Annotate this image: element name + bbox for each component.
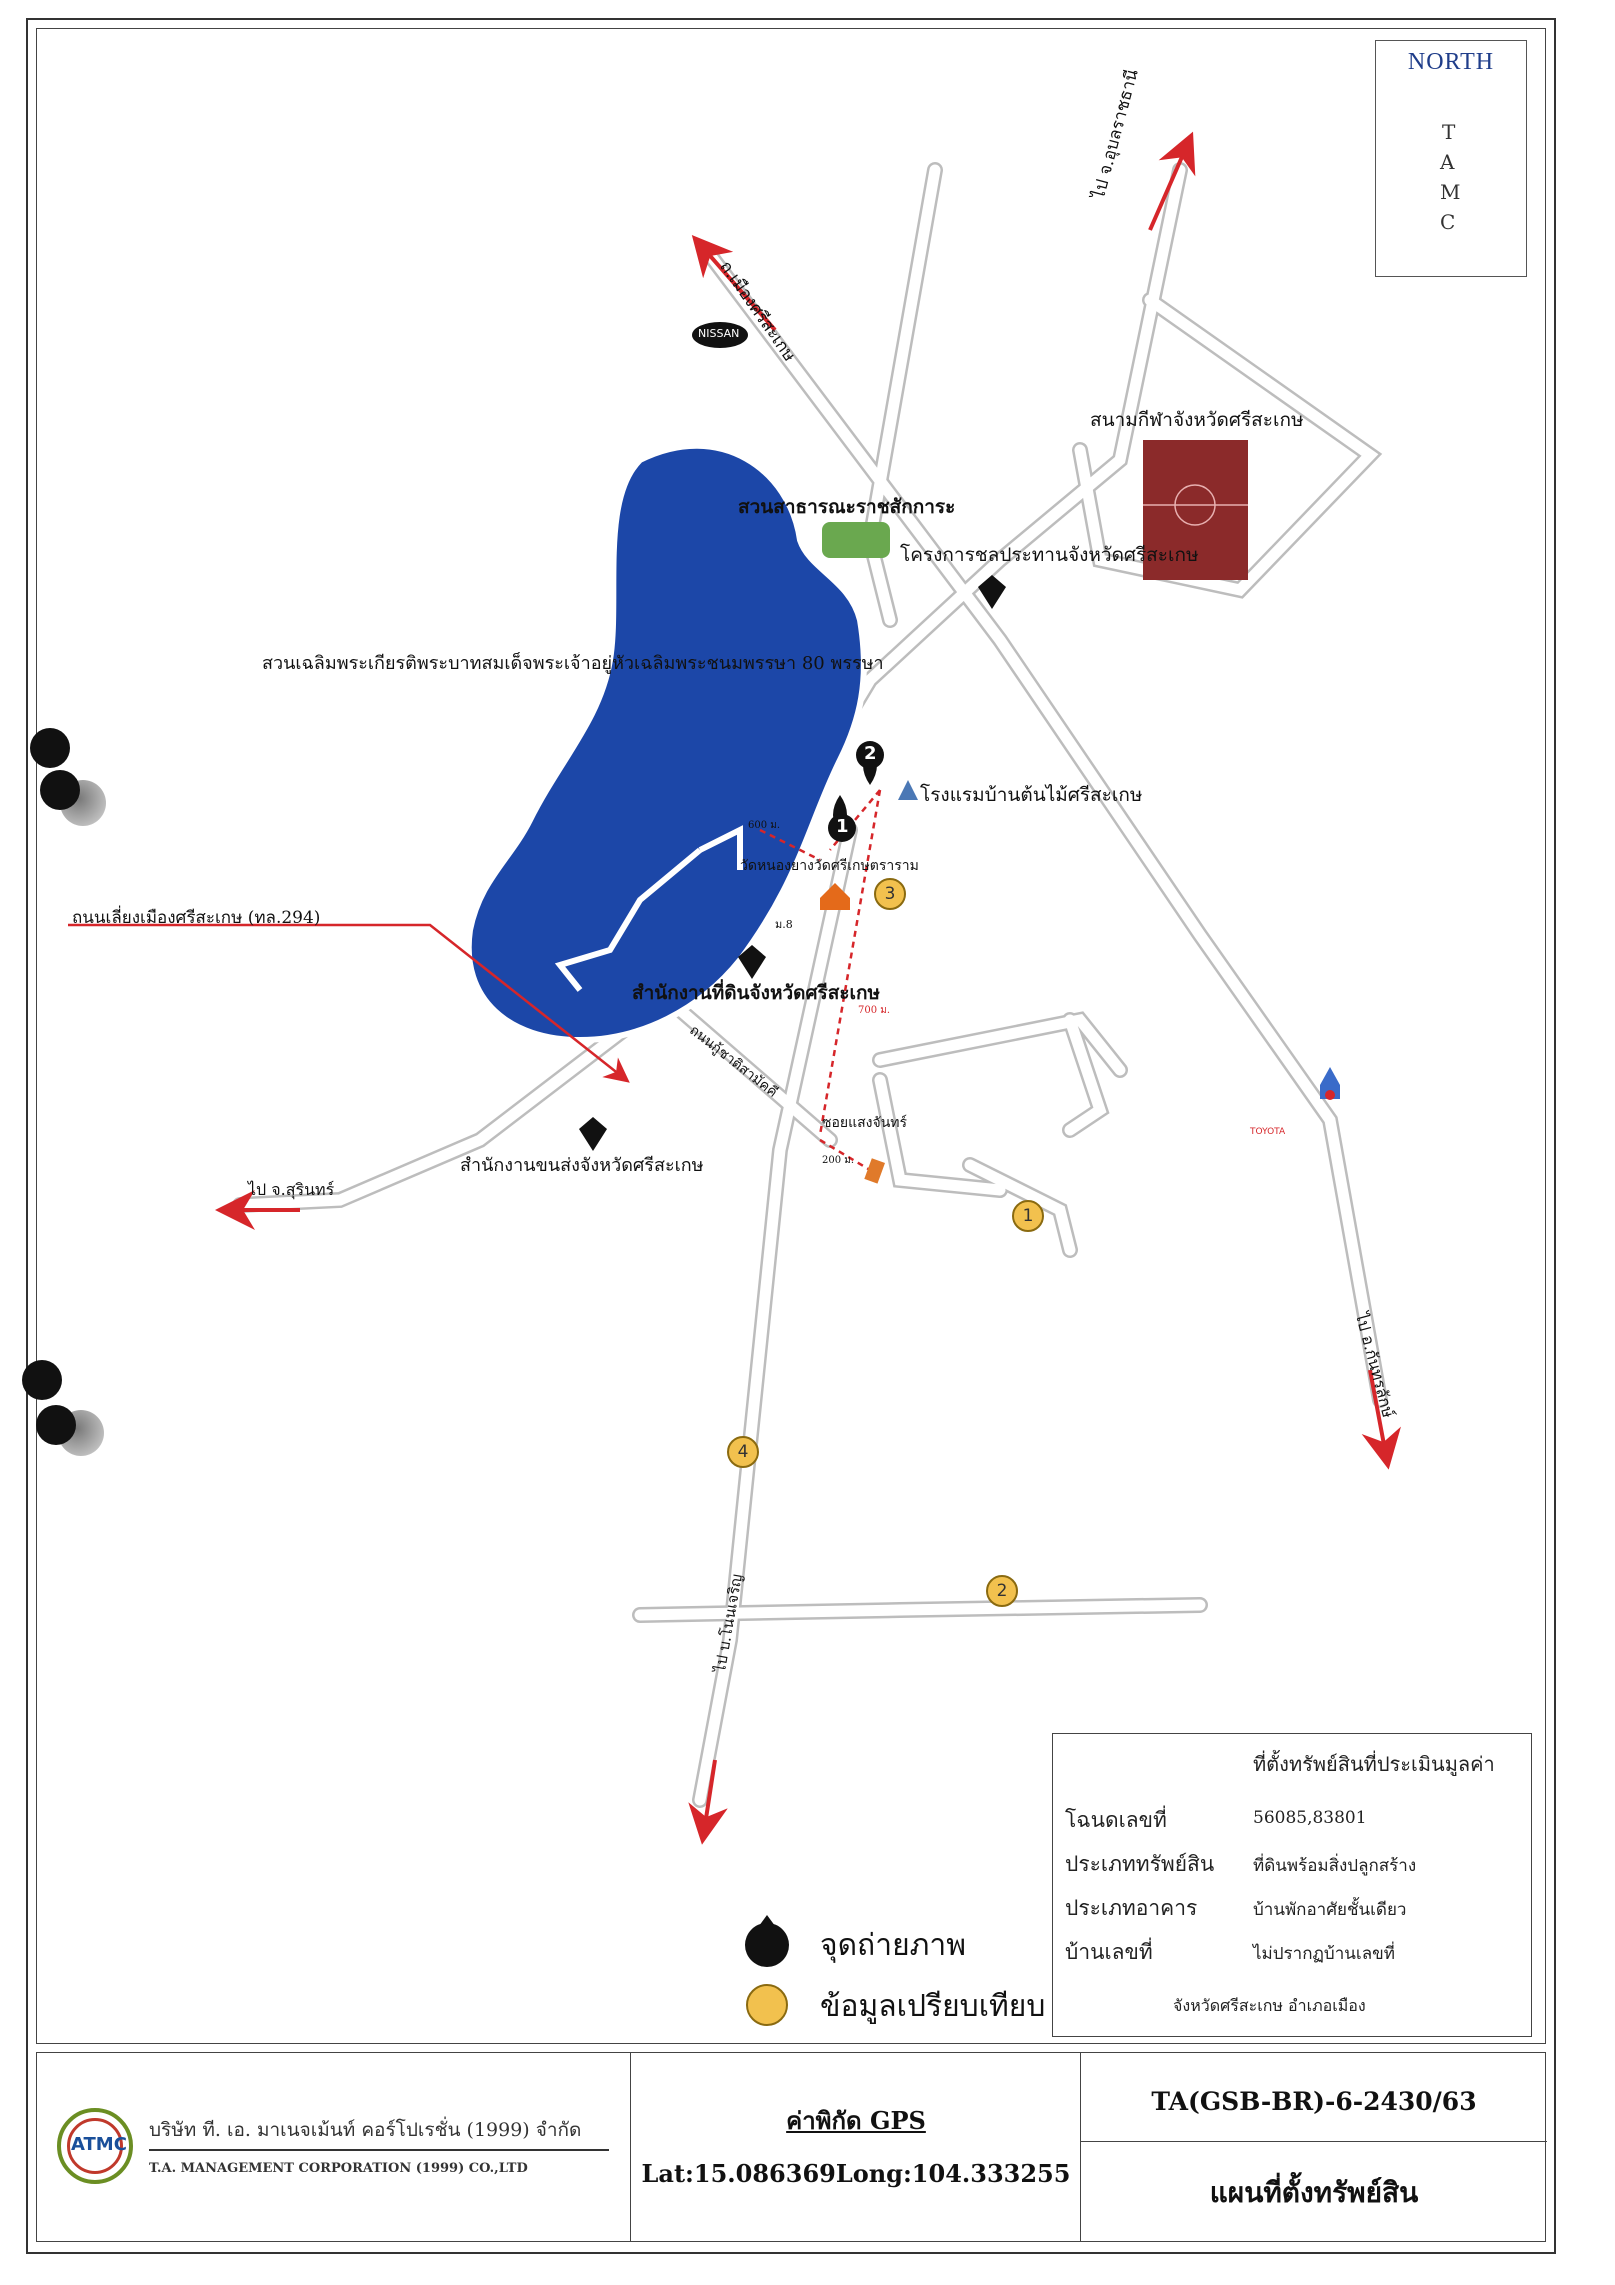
label-hotel: โรงแรมบ้านต้นไม้ศรีสะเกษ	[920, 784, 1143, 806]
gps-value: Lat:15.086369Long:104.333255	[641, 2159, 1071, 2188]
park-icon	[822, 522, 890, 558]
label-nissan: NISSAN	[698, 327, 740, 340]
north-letter-c: C	[1440, 210, 1456, 234]
label-temple: วัดหนองยางวัดศรีเกษตราราม	[740, 858, 919, 874]
footer-company-cell: ATMC บริษัท ที. เอ. มาเนจเม้นท์ คอร์โปเร…	[37, 2053, 631, 2241]
north-letter-a: A	[1440, 150, 1455, 174]
nissan-logo	[692, 322, 748, 348]
label-stadium: สนามกีฬาจังหวัดศรีสะเกษ	[1090, 409, 1304, 431]
label-land-office: สำนักงานที่ดินจังหวัดศรีสะเกษ	[632, 982, 881, 1004]
label-road-surin: ไป จ.สุรินทร์	[248, 1180, 335, 1199]
photo-marker-1	[828, 795, 856, 842]
legend-row-value-house-no: ไม่ปรากฏบ้านเลขที่	[1253, 1944, 1395, 1964]
company-logo: ATMC	[57, 2108, 133, 2184]
gas-station-icon	[1320, 1067, 1340, 1099]
photo-marker-2	[856, 741, 884, 785]
binder-hole-1	[30, 728, 70, 768]
photo-point-number-2: 2	[864, 743, 877, 764]
lake-path-2	[698, 825, 743, 870]
gps-title: ค่าพิกัด GPS	[786, 2106, 926, 2135]
comparison-marker-4: 4	[727, 1436, 759, 1468]
label-dist-200: 200 ม.	[822, 1155, 855, 1166]
stadium-field	[1143, 440, 1248, 580]
key-comparison-icon	[746, 1984, 788, 2026]
north-label: NORTH	[1407, 49, 1495, 75]
company-logo-text: ATMC	[71, 2134, 127, 2155]
label-soi: ซอยแสงจันทร์	[822, 1115, 908, 1131]
map-title: แผนที่ตั้งทรัพย์สิน	[1209, 2176, 1419, 2209]
label-toyota: TOYOTA	[1250, 1127, 1286, 1137]
label-irrigation: โครงการชลประทานจังหวัดศรีสะเกษ	[900, 544, 1199, 566]
binder-hole-4	[36, 1405, 76, 1445]
lake-path	[554, 847, 702, 992]
company-name-en: T.A. MANAGEMENT CORPORATION (1999) CO.,L…	[149, 2161, 528, 2176]
legend-row-value-deed: 56085,83801	[1253, 1808, 1367, 1828]
distance-lines	[759, 789, 882, 1172]
label-dist-700: 700 ม.	[858, 1005, 891, 1016]
direction-arrows	[215, 131, 1401, 1845]
bypass-callout-line	[68, 923, 630, 1083]
label-transport-office: สำนักงานขนส่งจังหวัดศรีสะเกษ	[460, 1155, 704, 1176]
label-moo: ม.8	[775, 918, 793, 931]
report-code: TA(GSB-BR)-6-2430/63	[1151, 2087, 1477, 2116]
legend-row-value-asset-type: ที่ดินพร้อมสิ่งปลูกสร้าง	[1253, 1856, 1417, 1876]
footer-code-cell: TA(GSB-BR)-6-2430/63 แผนที่ตั้งทรัพย์สิน	[1081, 2053, 1547, 2241]
label-dist-600: 600 ม.	[748, 820, 781, 831]
legend-row-label-asset-type: ประเภททรัพย์สิน	[1065, 1852, 1215, 1876]
key-photo-point: จุดถ่ายภาพ	[820, 1928, 967, 1963]
legend-row-value-building-type: บ้านพักอาศัยชั้นเดียว	[1253, 1900, 1407, 1920]
legend-row-label-deed: โฉนดเลขที่	[1065, 1808, 1167, 1832]
lake	[465, 442, 867, 1044]
outer-frame	[26, 18, 1556, 2254]
company-name-th: บริษัท ที. เอ. มาเนจเม้นท์ คอร์โปเรชั่น …	[149, 2119, 582, 2141]
north-letter-t: T	[1442, 120, 1456, 144]
label-bypass-road: ถนนเลี่ยงเมืองศรีสะเกษ (ทล.294)	[72, 908, 321, 928]
label-king-park: สวนเฉลิมพระเกียรติพระบาทสมเด็จพระเจ้าอยู…	[262, 653, 884, 674]
north-letter-m: M	[1440, 180, 1461, 204]
north-indicator: NORTH	[1375, 40, 1527, 277]
legend-asset-location: ที่ตั้งทรัพย์สินที่ประเมินมูลค่า	[1253, 1752, 1495, 1776]
temple-icon	[820, 883, 850, 910]
comparison-marker-1: 1	[1012, 1200, 1044, 1232]
footer-gps-cell: ค่าพิกัด GPS Lat:15.086369Long:104.33325…	[631, 2053, 1081, 2241]
binder-hole-2	[40, 770, 80, 810]
govt-emblem	[579, 575, 1006, 1151]
road-network-inner	[234, 164, 1386, 1806]
legend-box: ที่ตั้งทรัพย์สินที่ประเมินมูลค่า โฉนดเลข…	[1052, 1733, 1532, 2037]
map-frame	[36, 28, 1546, 2044]
legend-row-label-house-no: บ้านเลขที่	[1065, 1940, 1153, 1964]
footer-title-block: ATMC บริษัท ที. เอ. มาเนจเม้นท์ คอร์โปเร…	[36, 2052, 1547, 2242]
label-public-park: สวนสาธารณะราชสักการะ	[738, 496, 956, 518]
legend-location-line: จังหวัดศรีสะเกษ อำเภอเมือง	[1173, 1996, 1366, 2015]
photo-point-number-1: 1	[836, 816, 849, 837]
legend-row-label-building-type: ประเภทอาคาร	[1065, 1896, 1198, 1920]
binder-hole-3	[22, 1360, 62, 1400]
asset-location-marker	[864, 1158, 885, 1184]
comparison-marker-3: 3	[874, 878, 906, 910]
comparison-marker-2: 2	[986, 1575, 1018, 1607]
key-comparison: ข้อมูลเปรียบเทียบ	[820, 1989, 1046, 2024]
hotel-icon	[898, 780, 918, 800]
